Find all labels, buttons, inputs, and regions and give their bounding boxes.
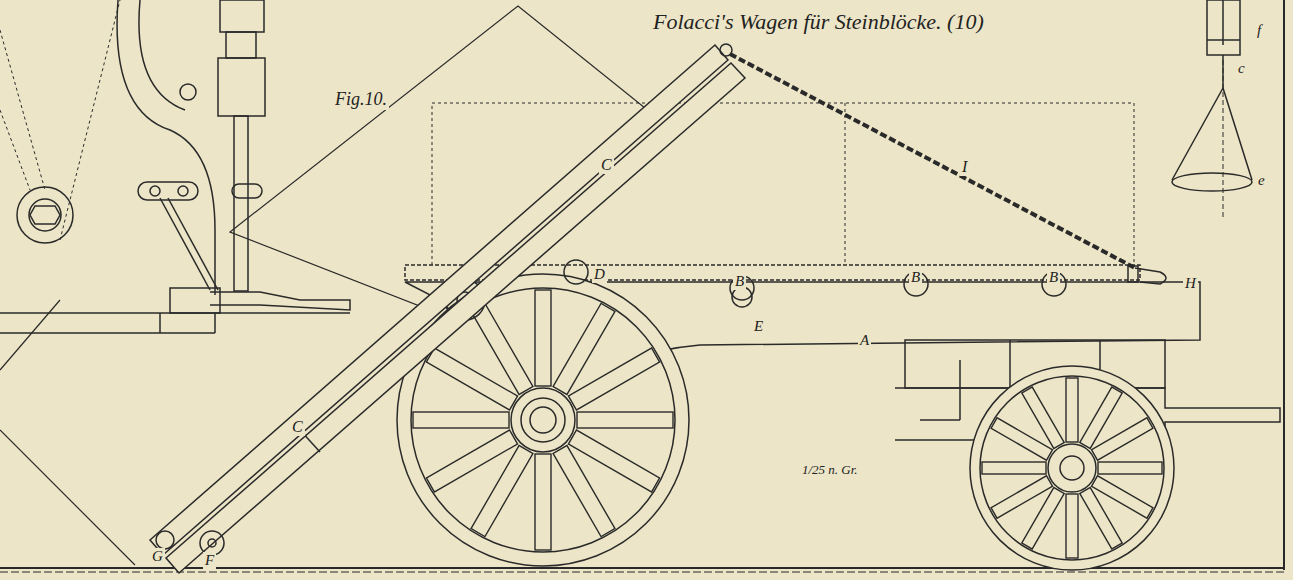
part-letter: B [909,269,922,286]
part-letter: A [858,332,871,349]
figure-title: Folacci's Wagen für Steinblöcke. (10) [651,10,986,34]
figure-number: Fig.10. [333,90,389,110]
part-letter: c [1236,60,1247,77]
part-letter: f [1255,22,1263,39]
part-letter: G [150,548,165,565]
part-letter: C [599,156,614,174]
part-letter: D [592,266,607,283]
part-letter: C [290,418,305,436]
part-letter: H [1183,275,1198,292]
part-letter: e [1256,172,1267,189]
part-letter: I [960,158,969,176]
part-letter: B [1047,269,1060,286]
part-letter: F [203,552,216,569]
scale-note: 1/25 n. Gr. [800,463,860,477]
part-letter: B [733,273,746,290]
part-letter: E [752,318,765,335]
